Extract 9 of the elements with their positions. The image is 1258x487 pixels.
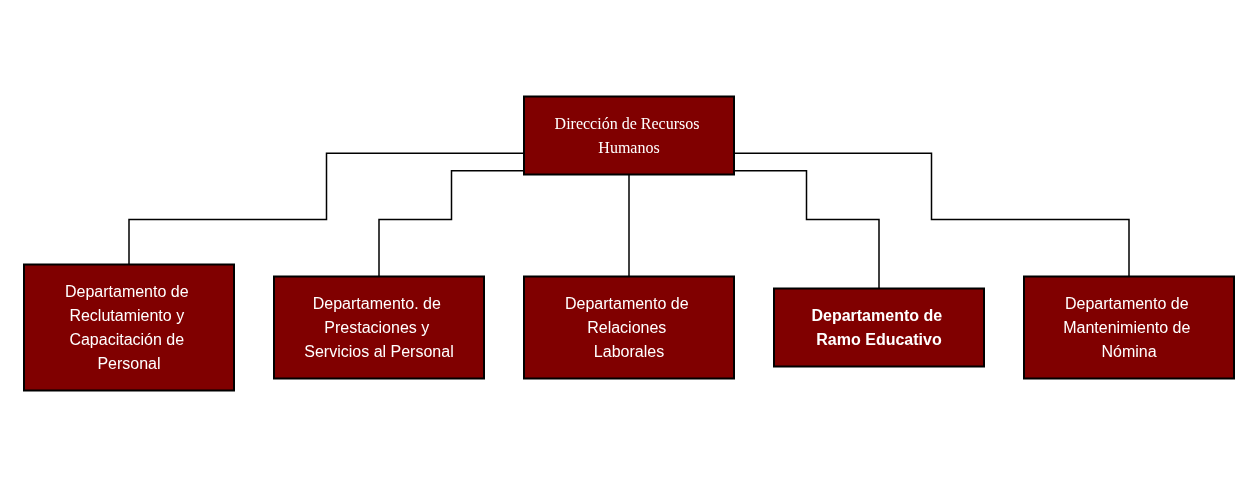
connector — [628, 173, 630, 278]
node-box: Departamento de Mantenimiento de Nómina — [1023, 275, 1235, 380]
node-box: Departamento de Reclutamiento y Capacitación de Personal — [23, 263, 235, 392]
connector — [378, 170, 525, 278]
node-box: Departamento. de Prestaciones y Servicios al Personal — [273, 275, 485, 380]
node-box: Dirección de Recursos Humanos — [523, 95, 735, 176]
connector — [128, 152, 525, 266]
node-box: Departamento de Ramo Educativo — [773, 287, 985, 368]
node-box: Departamento de Relaciones Laborales — [523, 275, 735, 380]
